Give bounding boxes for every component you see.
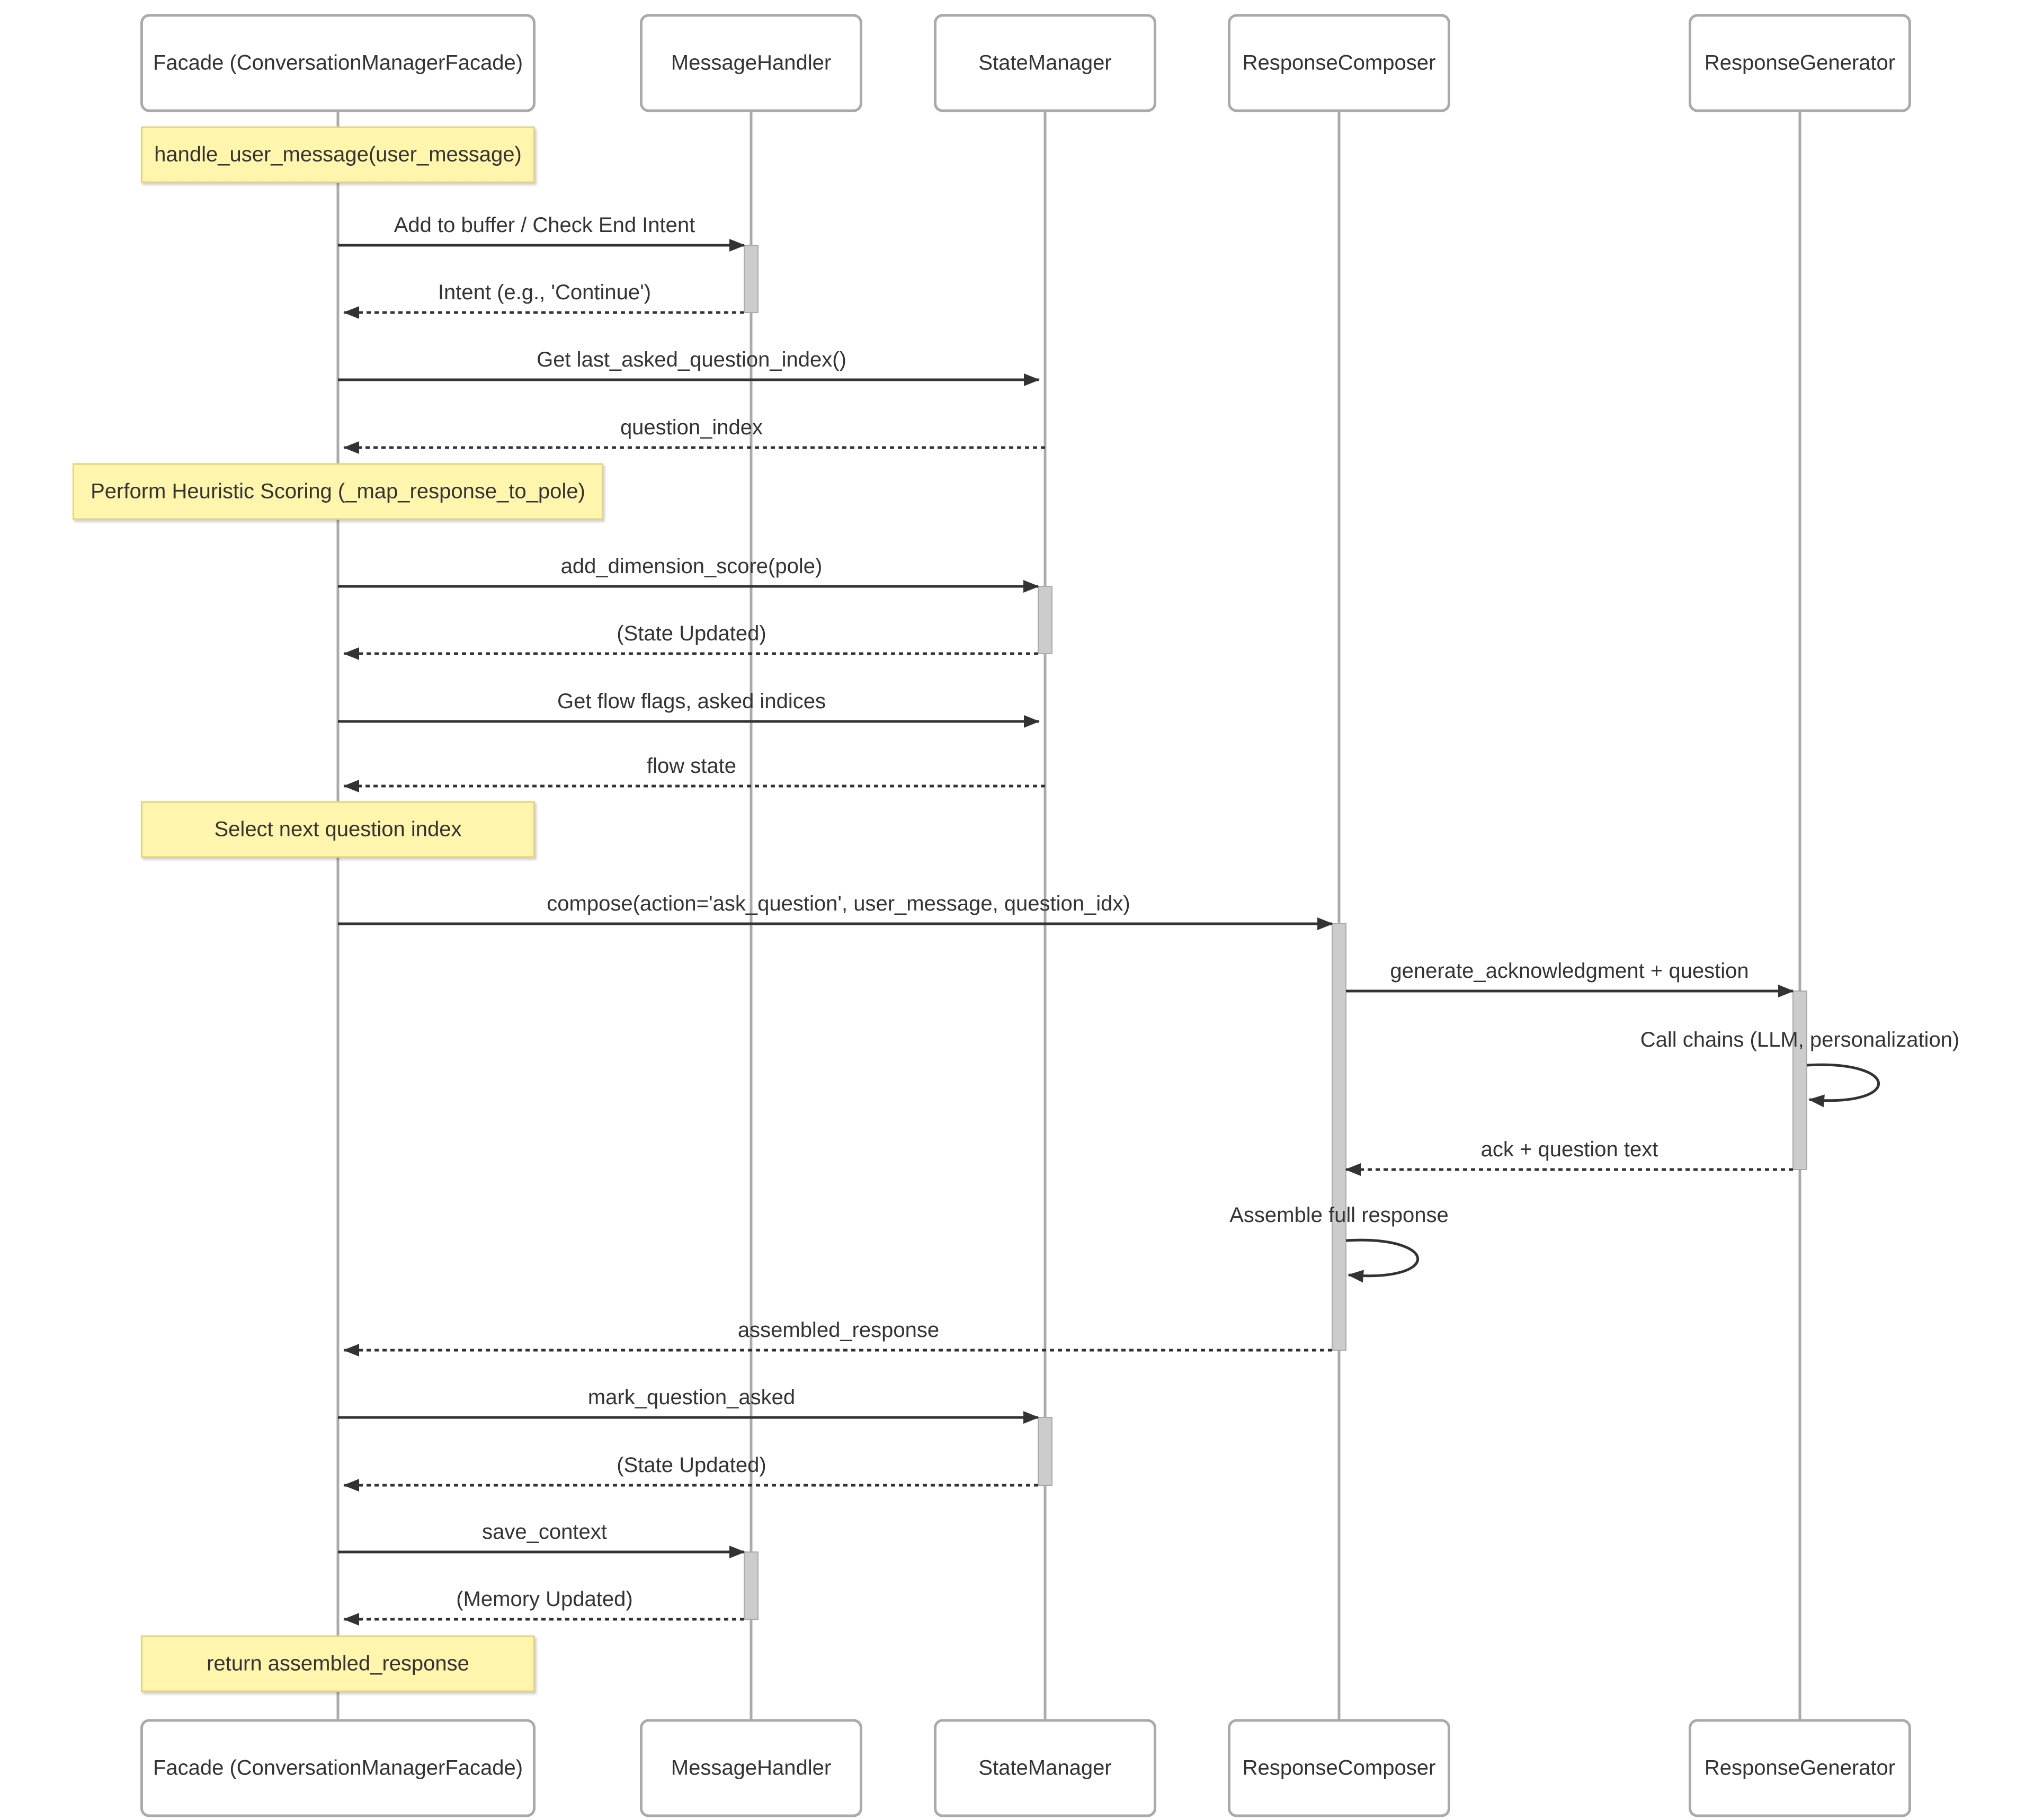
activation-bar-rc (1332, 923, 1346, 1351)
participant-mh-top: MessageHandler (640, 14, 862, 112)
message-arrow: generate_acknowledgment + question (1346, 959, 1794, 997)
note: handle_user_message(user_message) (141, 126, 535, 183)
activation-bar-sm (1038, 586, 1052, 654)
note: Select next question index (141, 801, 535, 858)
participant-label: Facade (ConversationManagerFacade) (153, 51, 523, 75)
note-box (141, 801, 535, 858)
message-label: (State Updated) (617, 1453, 766, 1477)
self-call-line (1806, 1063, 1880, 1108)
message-label: save_context (482, 1520, 607, 1544)
participant-facade-bottom: Facade (ConversationManagerFacade) (140, 1719, 536, 1817)
message-arrow: question_index (343, 416, 1045, 454)
message-arrow: Get flow flags, asked indices (338, 690, 1040, 728)
participant-rc-bottom: ResponseComposer (1228, 1719, 1450, 1817)
participant-label: ResponseGenerator (1705, 1756, 1895, 1780)
participant-rg-top: ResponseGenerator (1689, 14, 1911, 112)
participant-label: ResponseGenerator (1705, 51, 1895, 75)
note-label: Perform Heuristic Scoring (_map_response… (91, 480, 585, 503)
note: Perform Heuristic Scoring (_map_response… (73, 463, 603, 520)
note-box (141, 1635, 535, 1692)
participant-box (1228, 1719, 1450, 1817)
message-arrow: ack + question text (1345, 1138, 1793, 1176)
note-box (141, 126, 535, 183)
message-arrow: assembled_response (343, 1318, 1332, 1357)
message-arrow: (State Updated) (343, 622, 1038, 660)
message-label: compose(action='ask_question', user_mess… (547, 892, 1130, 915)
activation-bar-rg (1792, 991, 1807, 1170)
self-call: Call chains (LLM, personalization) (1640, 1028, 1960, 1108)
message-arrow: add_dimension_score(pole) (338, 555, 1039, 593)
participant-box (640, 1719, 862, 1817)
participant-facade-top: Facade (ConversationManagerFacade) (140, 14, 536, 112)
participant-box (1228, 14, 1450, 112)
participant-box (640, 14, 862, 112)
note-label: return assembled_response (207, 1652, 469, 1675)
note-box (73, 463, 603, 520)
message-arrow: (State Updated) (343, 1453, 1038, 1492)
message-label: Get flow flags, asked indices (557, 690, 826, 713)
message-arrow: compose(action='ask_question', user_mess… (338, 892, 1333, 930)
message-label: generate_acknowledgment + question (1390, 959, 1748, 983)
note: return assembled_response (141, 1635, 535, 1692)
message-label: question_index (620, 416, 763, 439)
participant-rc-top: ResponseComposer (1228, 14, 1450, 112)
participant-mh-bottom: MessageHandler (640, 1719, 862, 1817)
message-label: assembled_response (738, 1318, 939, 1342)
activation-bar-mh (744, 245, 759, 313)
message-label: flow state (647, 754, 736, 778)
participant-box (140, 14, 536, 112)
message-label: (State Updated) (617, 622, 766, 645)
participant-box (934, 1719, 1156, 1817)
participant-box (1689, 14, 1911, 112)
message-arrow: flow state (343, 754, 1045, 792)
message-label: add_dimension_score(pole) (561, 555, 823, 578)
participant-box (140, 1719, 536, 1817)
note-label: handle_user_message(user_message) (154, 143, 522, 166)
participant-label: ResponseComposer (1243, 1756, 1436, 1780)
participant-label: MessageHandler (671, 51, 831, 75)
message-arrow: mark_question_asked (338, 1386, 1039, 1424)
message-label: Get last_asked_question_index() (537, 348, 846, 371)
note-label: Select next question index (215, 818, 462, 841)
participant-sm-bottom: StateManager (934, 1719, 1156, 1817)
self-call-label: Call chains (LLM, personalization) (1640, 1028, 1960, 1051)
participant-label: Facade (ConversationManagerFacade) (153, 1756, 523, 1780)
activation-bar-sm (1038, 1417, 1052, 1486)
participant-label: MessageHandler (671, 1756, 831, 1780)
self-call-label: Assemble full response (1229, 1203, 1449, 1227)
participant-rg-bottom: ResponseGenerator (1689, 1719, 1911, 1817)
message-arrow: Get last_asked_question_index() (338, 348, 1040, 386)
participant-label: StateManager (978, 1756, 1111, 1780)
message-label: Add to buffer / Check End Intent (394, 213, 695, 237)
message-label: (Memory Updated) (456, 1587, 632, 1611)
message-arrow: save_context (338, 1520, 745, 1558)
participant-box (934, 14, 1156, 112)
participant-sm-top: StateManager (934, 14, 1156, 112)
message-arrow: Add to buffer / Check End Intent (338, 213, 745, 252)
participant-box (1689, 1719, 1911, 1817)
message-arrow: Intent (e.g., 'Continue') (343, 281, 744, 319)
self-call-line (1345, 1238, 1420, 1283)
participant-label: ResponseComposer (1243, 51, 1436, 75)
activation-bar-mh (744, 1551, 759, 1620)
message-label: ack + question text (1481, 1138, 1658, 1161)
message-label: mark_question_asked (588, 1386, 795, 1409)
participant-label: StateManager (978, 51, 1111, 75)
self-call: Assemble full response (1229, 1203, 1449, 1283)
message-label: Intent (e.g., 'Continue') (438, 281, 651, 304)
message-arrow: (Memory Updated) (343, 1587, 744, 1626)
